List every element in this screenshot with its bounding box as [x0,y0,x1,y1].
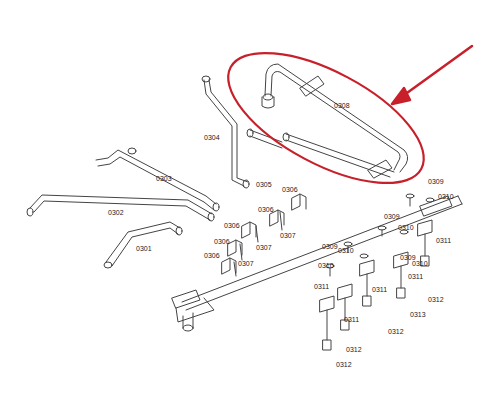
callout-number: 0309 [322,243,338,251]
callout-number: 0312 [346,346,362,354]
callout-number: 0312 [336,361,352,369]
callout-number: 0302 [108,209,124,217]
callout-number: 0311 [344,316,359,324]
callout-number: 0311 [372,286,387,294]
callout-number: 0310 [398,224,414,232]
manifold-bar [172,196,462,331]
valves [320,194,434,350]
callout-number: 0309 [384,213,400,221]
callout-number: 0308 [334,102,350,110]
callout-number: 0307 [238,260,254,268]
callout-number: 0306 [258,206,274,214]
callout-number: 0310 [318,262,334,270]
callout-number: 0307 [256,244,272,252]
callout-number: 0312 [428,296,444,304]
callout-number: 0301 [136,245,152,253]
callout-number: 0303 [156,175,172,183]
highlight-arrow [392,46,472,104]
callout-number: 0311 [408,273,423,281]
callout-number: 0310 [438,193,454,201]
callout-number: 0310 [412,260,428,268]
clips [222,194,306,276]
callout-number: 0310 [338,247,354,255]
pipe-0308 [262,64,408,178]
callout-number: 0307 [280,232,296,240]
callout-number: 0304 [204,134,220,142]
callout-number: 0306 [224,222,240,230]
callout-number: 0306 [282,186,298,194]
callout-number: 0313 [410,311,426,319]
supply-pipes [27,76,282,268]
callout-number: 0305 [256,181,272,189]
callout-number: 0306 [214,238,230,246]
callout-number: 0312 [388,328,404,336]
callout-number: 0309 [428,178,444,186]
callout-number: 0311 [436,237,451,245]
highlight-ellipse [209,27,443,210]
callout-number: 0306 [204,252,220,260]
callout-number: 0311 [314,283,329,291]
